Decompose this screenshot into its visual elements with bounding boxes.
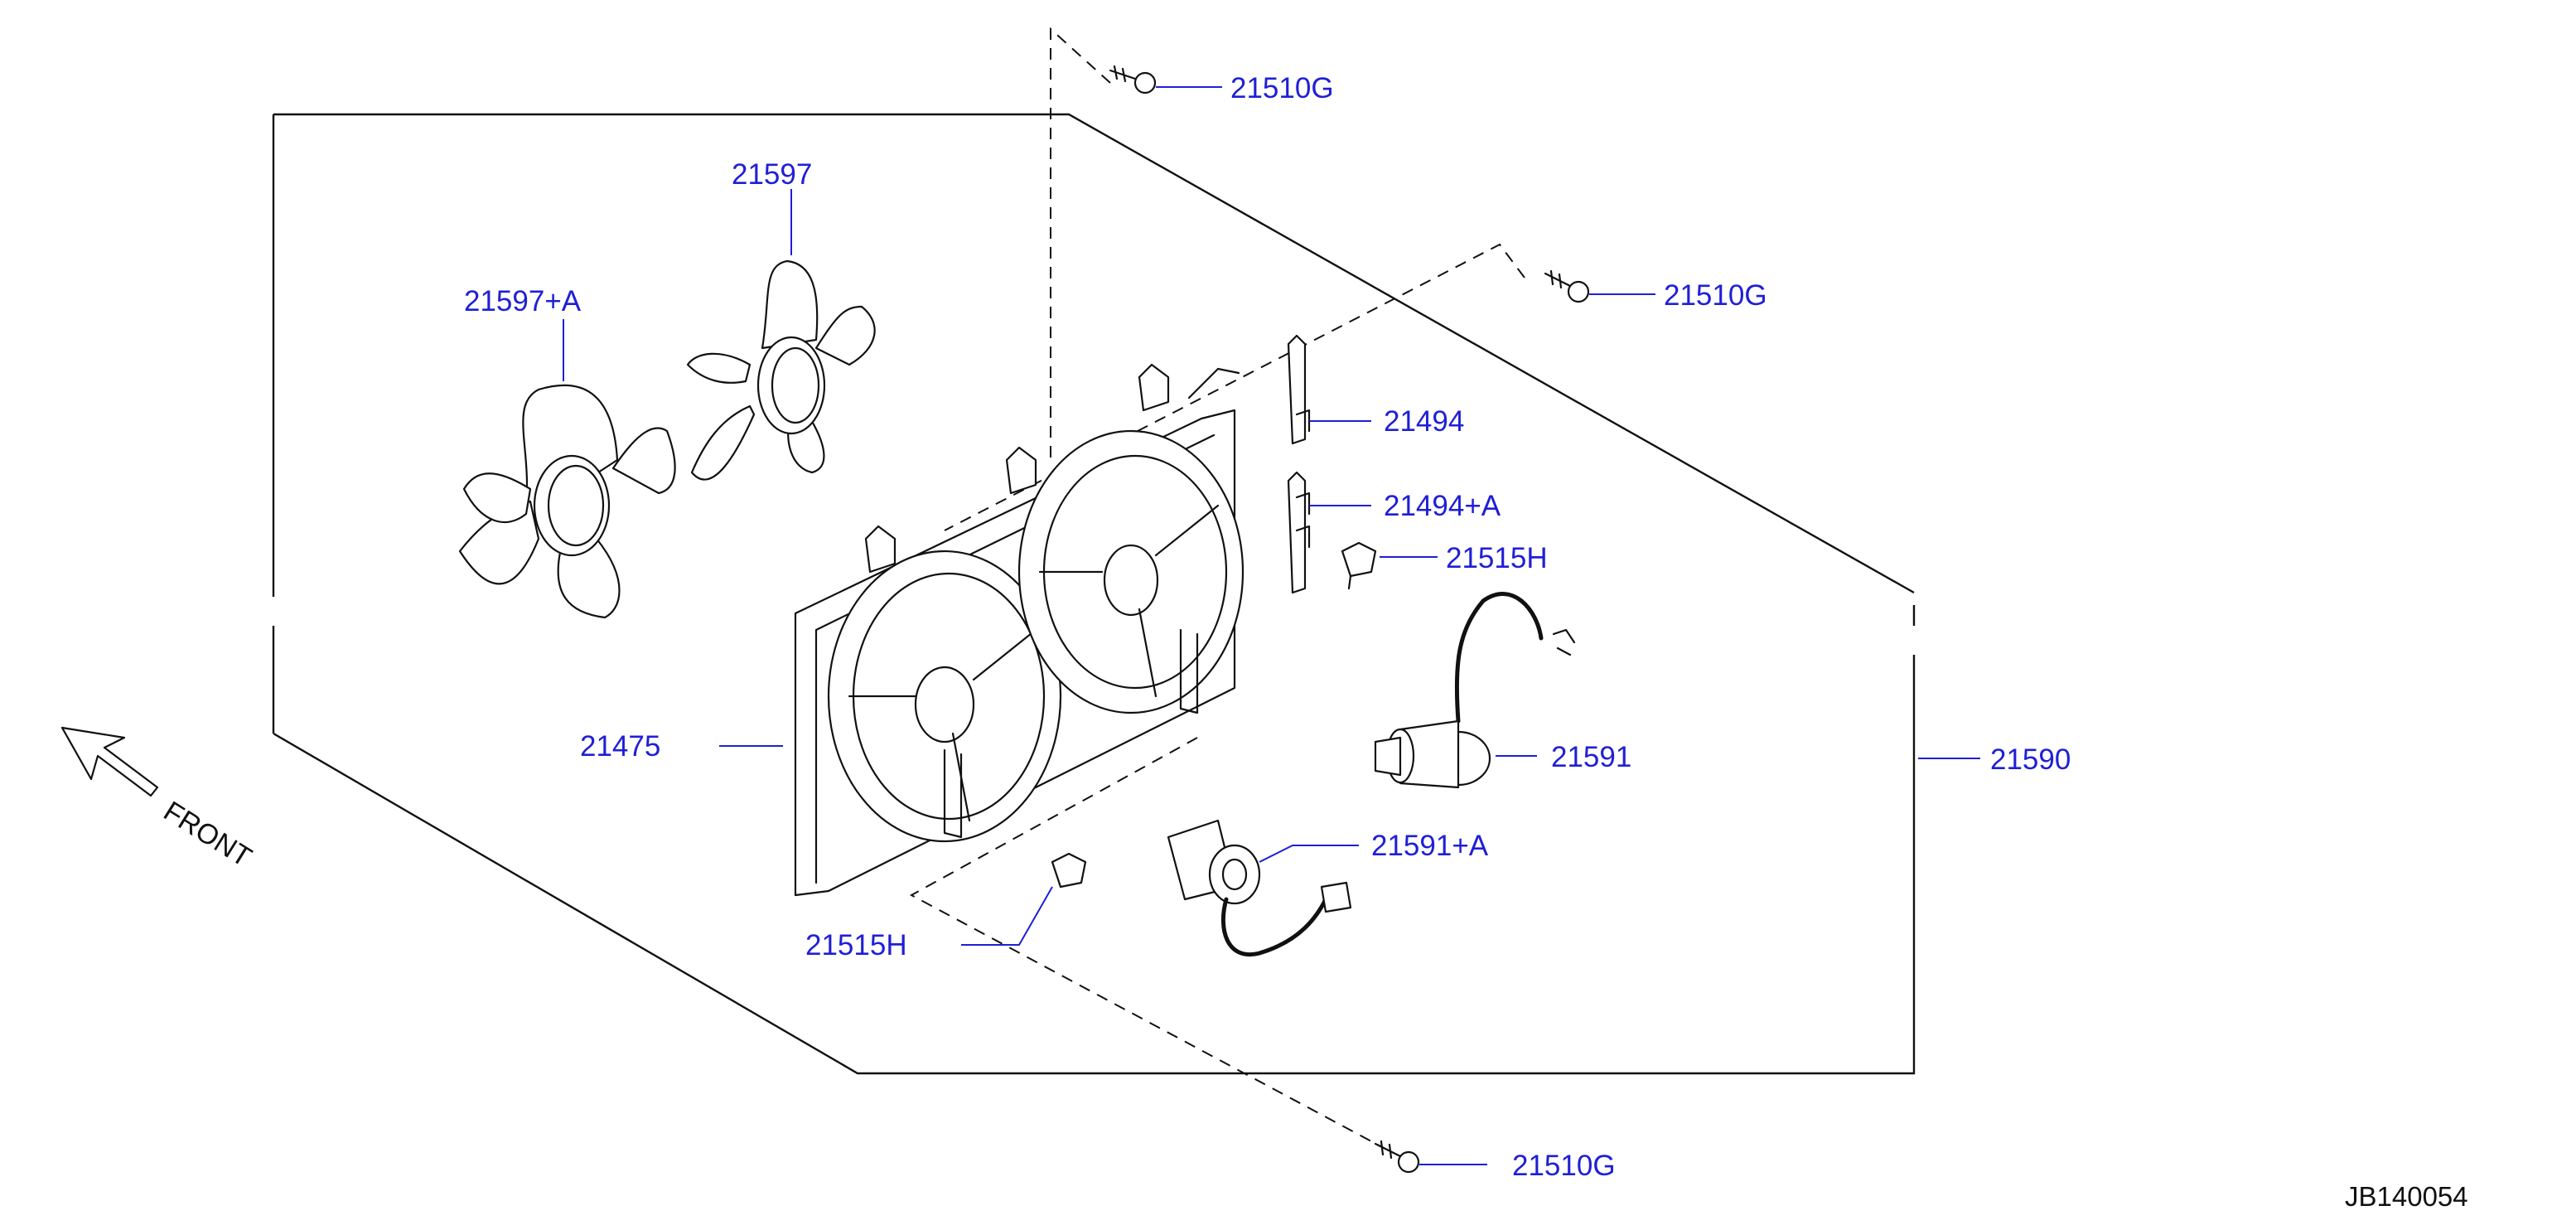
fan-blade-a [458, 384, 676, 619]
leader-lines [563, 86, 1980, 1165]
callout-screw-right: 21510G [1664, 279, 1767, 312]
callout-motor: 21591 [1551, 741, 1631, 773]
callout-screw-top: 21510G [1230, 72, 1334, 104]
fan-motor-a [1167, 819, 1352, 957]
front-arrow-icon [60, 726, 159, 797]
fan-motor [1374, 592, 1576, 789]
callout-screw-bottom: 21510G [1512, 1150, 1616, 1182]
callout-shroud: 21475 [580, 730, 660, 763]
assembly-boundary [272, 113, 1916, 1075]
clip-right [1341, 541, 1377, 590]
callout-clip-right: 21515H [1446, 542, 1548, 574]
callout-bracket-a: 21494+A [1384, 490, 1501, 522]
front-label: FRONT [158, 796, 257, 874]
bracket-a [1287, 471, 1311, 594]
fan-blade [686, 259, 876, 481]
clip-left [1051, 852, 1087, 889]
fan-shroud [794, 363, 1245, 897]
callout-clip-left: 21515H [805, 929, 907, 961]
screw-bottom [1374, 1140, 1420, 1174]
screw-right [1544, 269, 1590, 303]
callout-fan-blade: 21597 [732, 158, 812, 191]
callout-bracket: 21494 [1384, 405, 1464, 438]
bracket [1287, 334, 1311, 445]
callout-assembly: 21590 [1990, 743, 2071, 776]
callout-motor-a: 21591+A [1371, 830, 1489, 862]
screw-top [1109, 65, 1157, 94]
callout-fan-blade-a: 21597+A [464, 285, 582, 317]
reference-code: JB140054 [2345, 1181, 2468, 1212]
